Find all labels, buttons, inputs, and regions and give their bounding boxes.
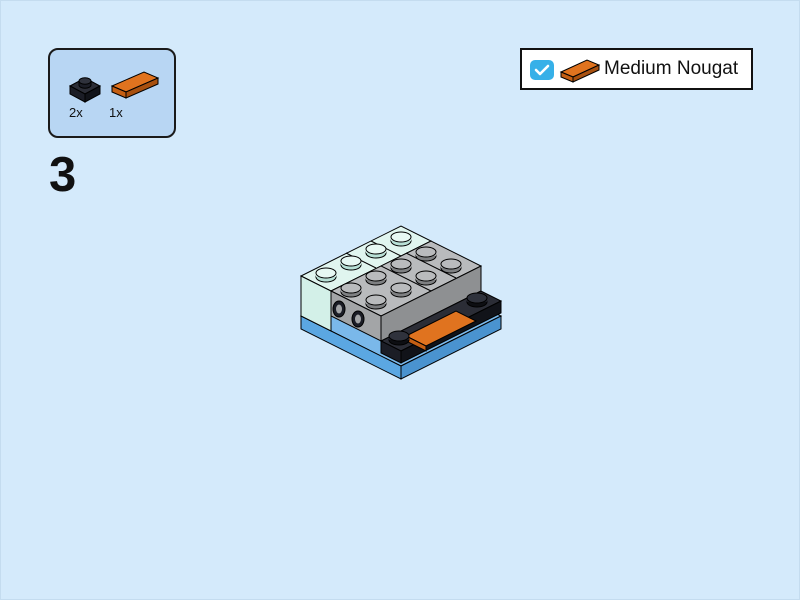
black-studs bbox=[388, 292, 488, 346]
part-count-black-plate: 2x bbox=[69, 105, 83, 120]
color-name-label: Medium Nougat bbox=[604, 58, 739, 79]
parts-list-item-orange-tile: 1x bbox=[106, 56, 162, 120]
side-stud-holes bbox=[332, 300, 365, 328]
black-plate-1x1-icon bbox=[68, 77, 102, 103]
medium-nougat-tile-icon bbox=[559, 59, 601, 83]
checkmark-icon bbox=[530, 60, 554, 80]
gray-studs bbox=[340, 246, 462, 310]
color-callout: Medium Nougat bbox=[520, 48, 753, 90]
model-assembly-illustration bbox=[299, 225, 503, 380]
step-number: 3 bbox=[49, 148, 77, 202]
aqua-studs bbox=[315, 231, 412, 283]
part-count-orange-tile: 1x bbox=[109, 105, 123, 120]
orange-tile-1x2-icon bbox=[110, 71, 160, 99]
parts-list-panel: 2x 1x bbox=[48, 48, 176, 138]
parts-list-item-black-plate: 2x bbox=[56, 56, 112, 120]
